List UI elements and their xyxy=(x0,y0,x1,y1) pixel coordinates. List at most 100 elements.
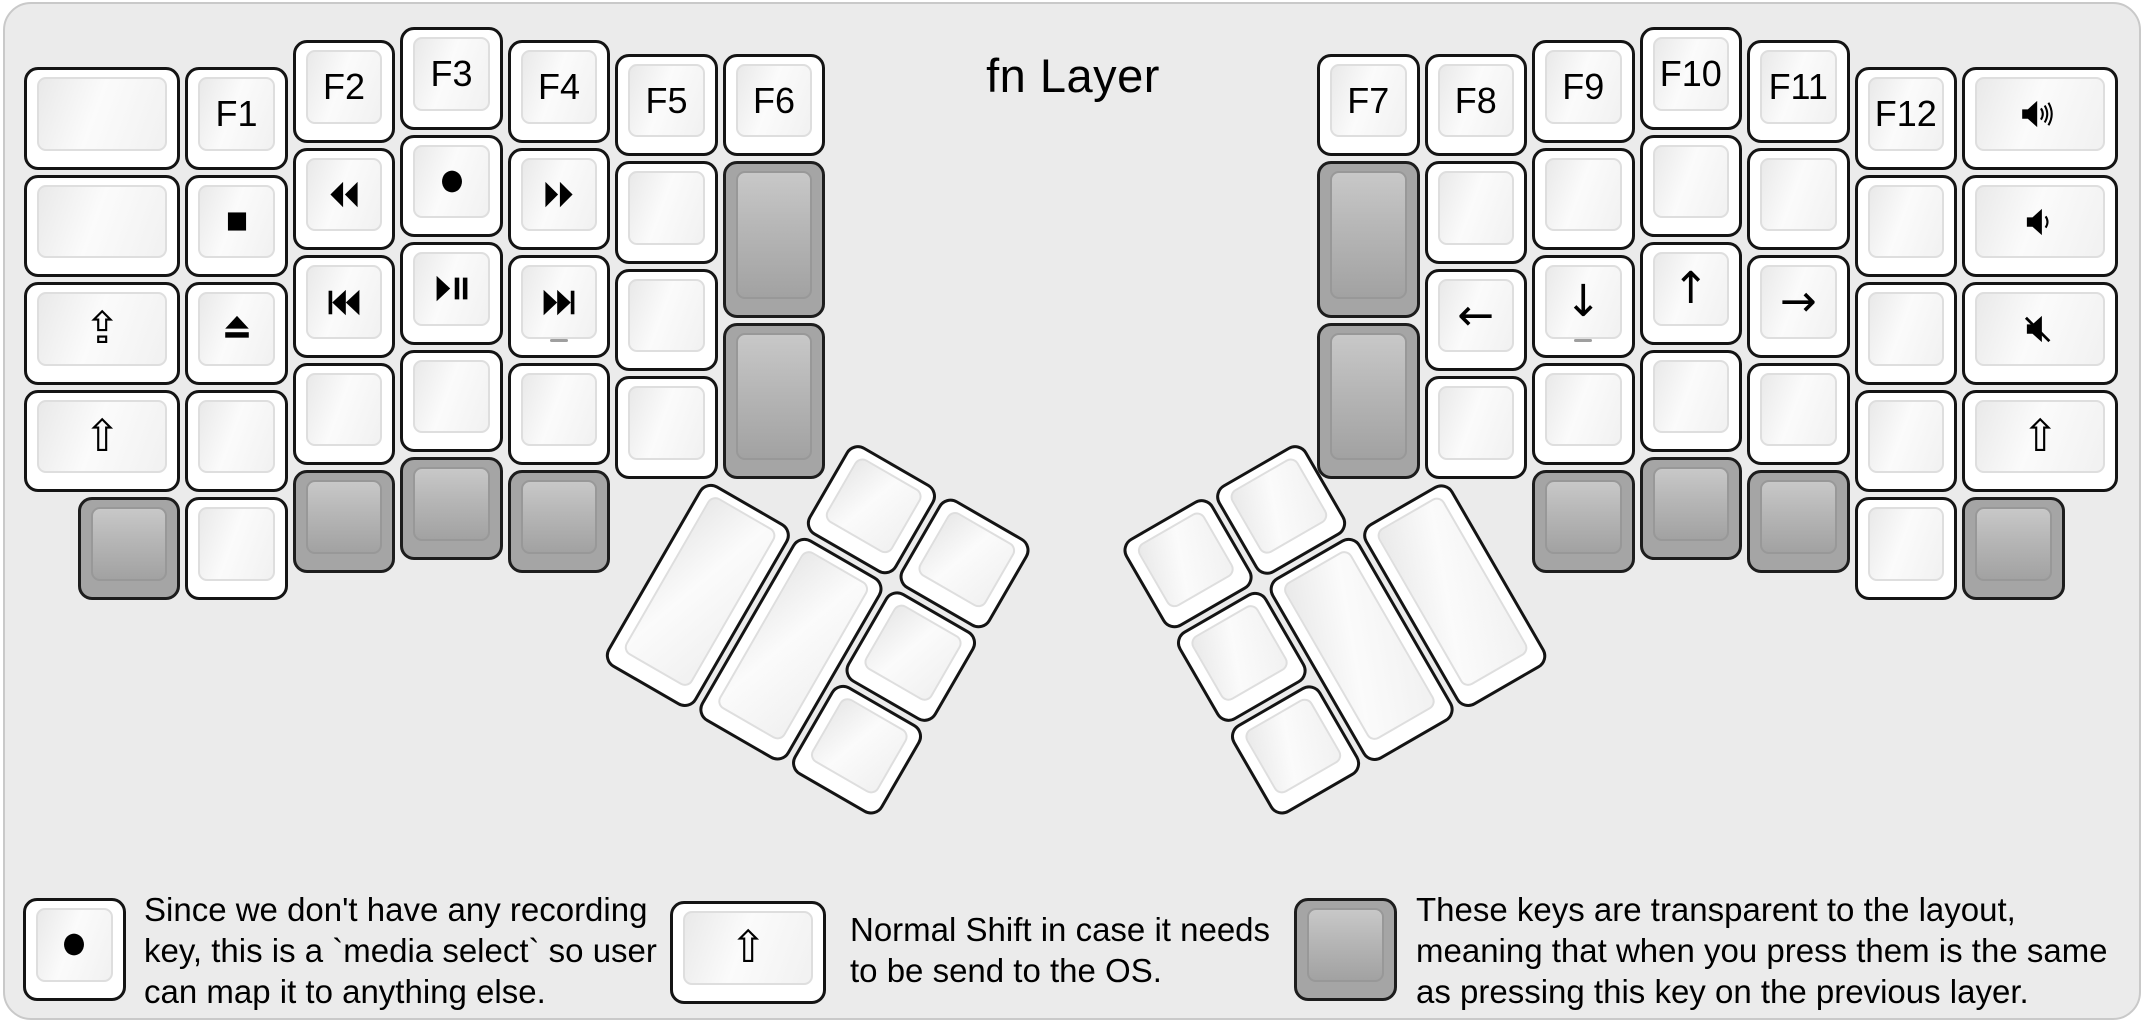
keycap-face xyxy=(1545,50,1622,124)
key-label: F11 xyxy=(1768,66,1828,108)
keycap-face xyxy=(305,50,383,124)
keycap-face xyxy=(413,252,490,326)
keycap-face xyxy=(1652,37,1729,111)
stop-icon xyxy=(215,207,259,236)
keycap-face xyxy=(1545,372,1622,447)
key-blank xyxy=(1747,362,1850,466)
keycap-face xyxy=(1330,63,1407,138)
shift-icon: ⇧ xyxy=(83,410,121,462)
prev-track-icon xyxy=(322,288,366,317)
volume-up-icon xyxy=(2019,99,2061,129)
key-prev-track xyxy=(292,255,396,358)
eject-icon xyxy=(215,315,259,344)
key-label: F2 xyxy=(322,66,365,108)
keycap-face xyxy=(1437,171,1514,245)
keycap-face xyxy=(1545,480,1622,554)
keycap-face xyxy=(90,507,168,581)
keycap-face xyxy=(1545,265,1622,339)
key-blank xyxy=(400,349,503,452)
key-label: F3 xyxy=(430,52,473,94)
key-f3: F3 xyxy=(400,27,503,130)
keycap-face xyxy=(1867,507,1944,581)
keycap-face xyxy=(735,63,813,138)
keycap-face xyxy=(1760,50,1837,124)
key-blank xyxy=(1639,349,1742,452)
key-transparent xyxy=(1532,470,1635,573)
key-blank xyxy=(24,174,181,278)
key-label: F6 xyxy=(752,79,795,121)
key-blank xyxy=(1532,147,1635,251)
keycap-face xyxy=(1867,292,1944,366)
keycap-face xyxy=(1975,507,2052,581)
key-f11: F11 xyxy=(1747,40,1850,143)
volume-down-icon xyxy=(2019,207,2061,237)
keycap-face xyxy=(1437,63,1514,138)
legend-text-record: Since we don't have any recording key, t… xyxy=(144,890,657,1010)
key-transparent xyxy=(1962,497,2065,600)
caps-lock-icon: ⇪ xyxy=(83,303,121,355)
key-shift: ⇧ xyxy=(24,389,181,493)
key-shift: ⇧ xyxy=(670,901,827,1004)
key-blank xyxy=(615,161,718,264)
key-blank xyxy=(1532,362,1635,466)
key-blank xyxy=(615,376,718,479)
key-volume-up xyxy=(1962,67,2119,170)
key-f6: F6 xyxy=(722,53,826,157)
key-record xyxy=(23,898,126,1001)
key-f9: F9 xyxy=(1532,40,1635,143)
keycap-face xyxy=(1760,265,1837,339)
fast-forward-icon xyxy=(537,180,581,209)
keycap-face xyxy=(198,507,275,581)
keycap-face xyxy=(1652,359,1729,433)
key-blank xyxy=(1854,497,1957,600)
key-f1: F1 xyxy=(185,67,288,170)
keycap-face xyxy=(1307,908,1384,982)
key-label: F12 xyxy=(1874,93,1937,135)
key-label: F5 xyxy=(645,79,688,121)
keycap-face xyxy=(628,63,705,138)
keycap-face xyxy=(198,184,275,259)
key-f4: F4 xyxy=(507,40,611,143)
keycap-face xyxy=(1545,157,1622,232)
keycap-face xyxy=(1760,372,1837,447)
keycap-face xyxy=(1975,399,2106,474)
key-blank xyxy=(1747,147,1850,251)
key-label: F4 xyxy=(537,66,580,108)
key-label: F10 xyxy=(1659,52,1722,94)
keycap-face xyxy=(198,292,275,366)
key-transparent xyxy=(507,470,611,573)
keycap-face xyxy=(1867,77,1944,151)
keycap-face xyxy=(520,372,598,447)
keycap-face xyxy=(520,50,598,124)
keycap-face xyxy=(1437,278,1514,353)
key-label: F8 xyxy=(1454,79,1497,121)
arrow-right-icon: → xyxy=(1779,276,1817,328)
key-blank xyxy=(1854,282,1957,385)
volume-mute-icon xyxy=(2019,314,2061,344)
key-transparent xyxy=(1317,322,1420,479)
key-f2: F2 xyxy=(292,40,396,143)
keycap-face xyxy=(1760,480,1837,554)
keycap-face xyxy=(520,480,598,554)
key-record xyxy=(400,134,503,237)
front-legend-dash xyxy=(1574,338,1593,342)
arrow-left-icon: ← xyxy=(1457,289,1495,341)
key-arrow-up: ↑ xyxy=(1639,242,1742,345)
keycap-face xyxy=(305,157,383,232)
key-label: F7 xyxy=(1347,79,1390,121)
key-caps-lock: ⇪ xyxy=(24,282,181,385)
key-f5: F5 xyxy=(615,53,718,157)
keycap-face xyxy=(628,278,705,353)
keycap-face xyxy=(735,332,813,460)
key-blank xyxy=(507,362,611,466)
key-blank xyxy=(185,497,288,600)
keycap-face xyxy=(683,911,814,985)
keycap-face xyxy=(628,386,705,460)
key-transparent xyxy=(1317,161,1420,318)
keycap-face xyxy=(1652,252,1729,326)
key-volume-down xyxy=(1962,174,2119,278)
keycap-face xyxy=(1867,184,1944,259)
key-transparent xyxy=(722,161,826,318)
key-transparent xyxy=(1639,457,1742,560)
keycap-face xyxy=(305,480,383,554)
